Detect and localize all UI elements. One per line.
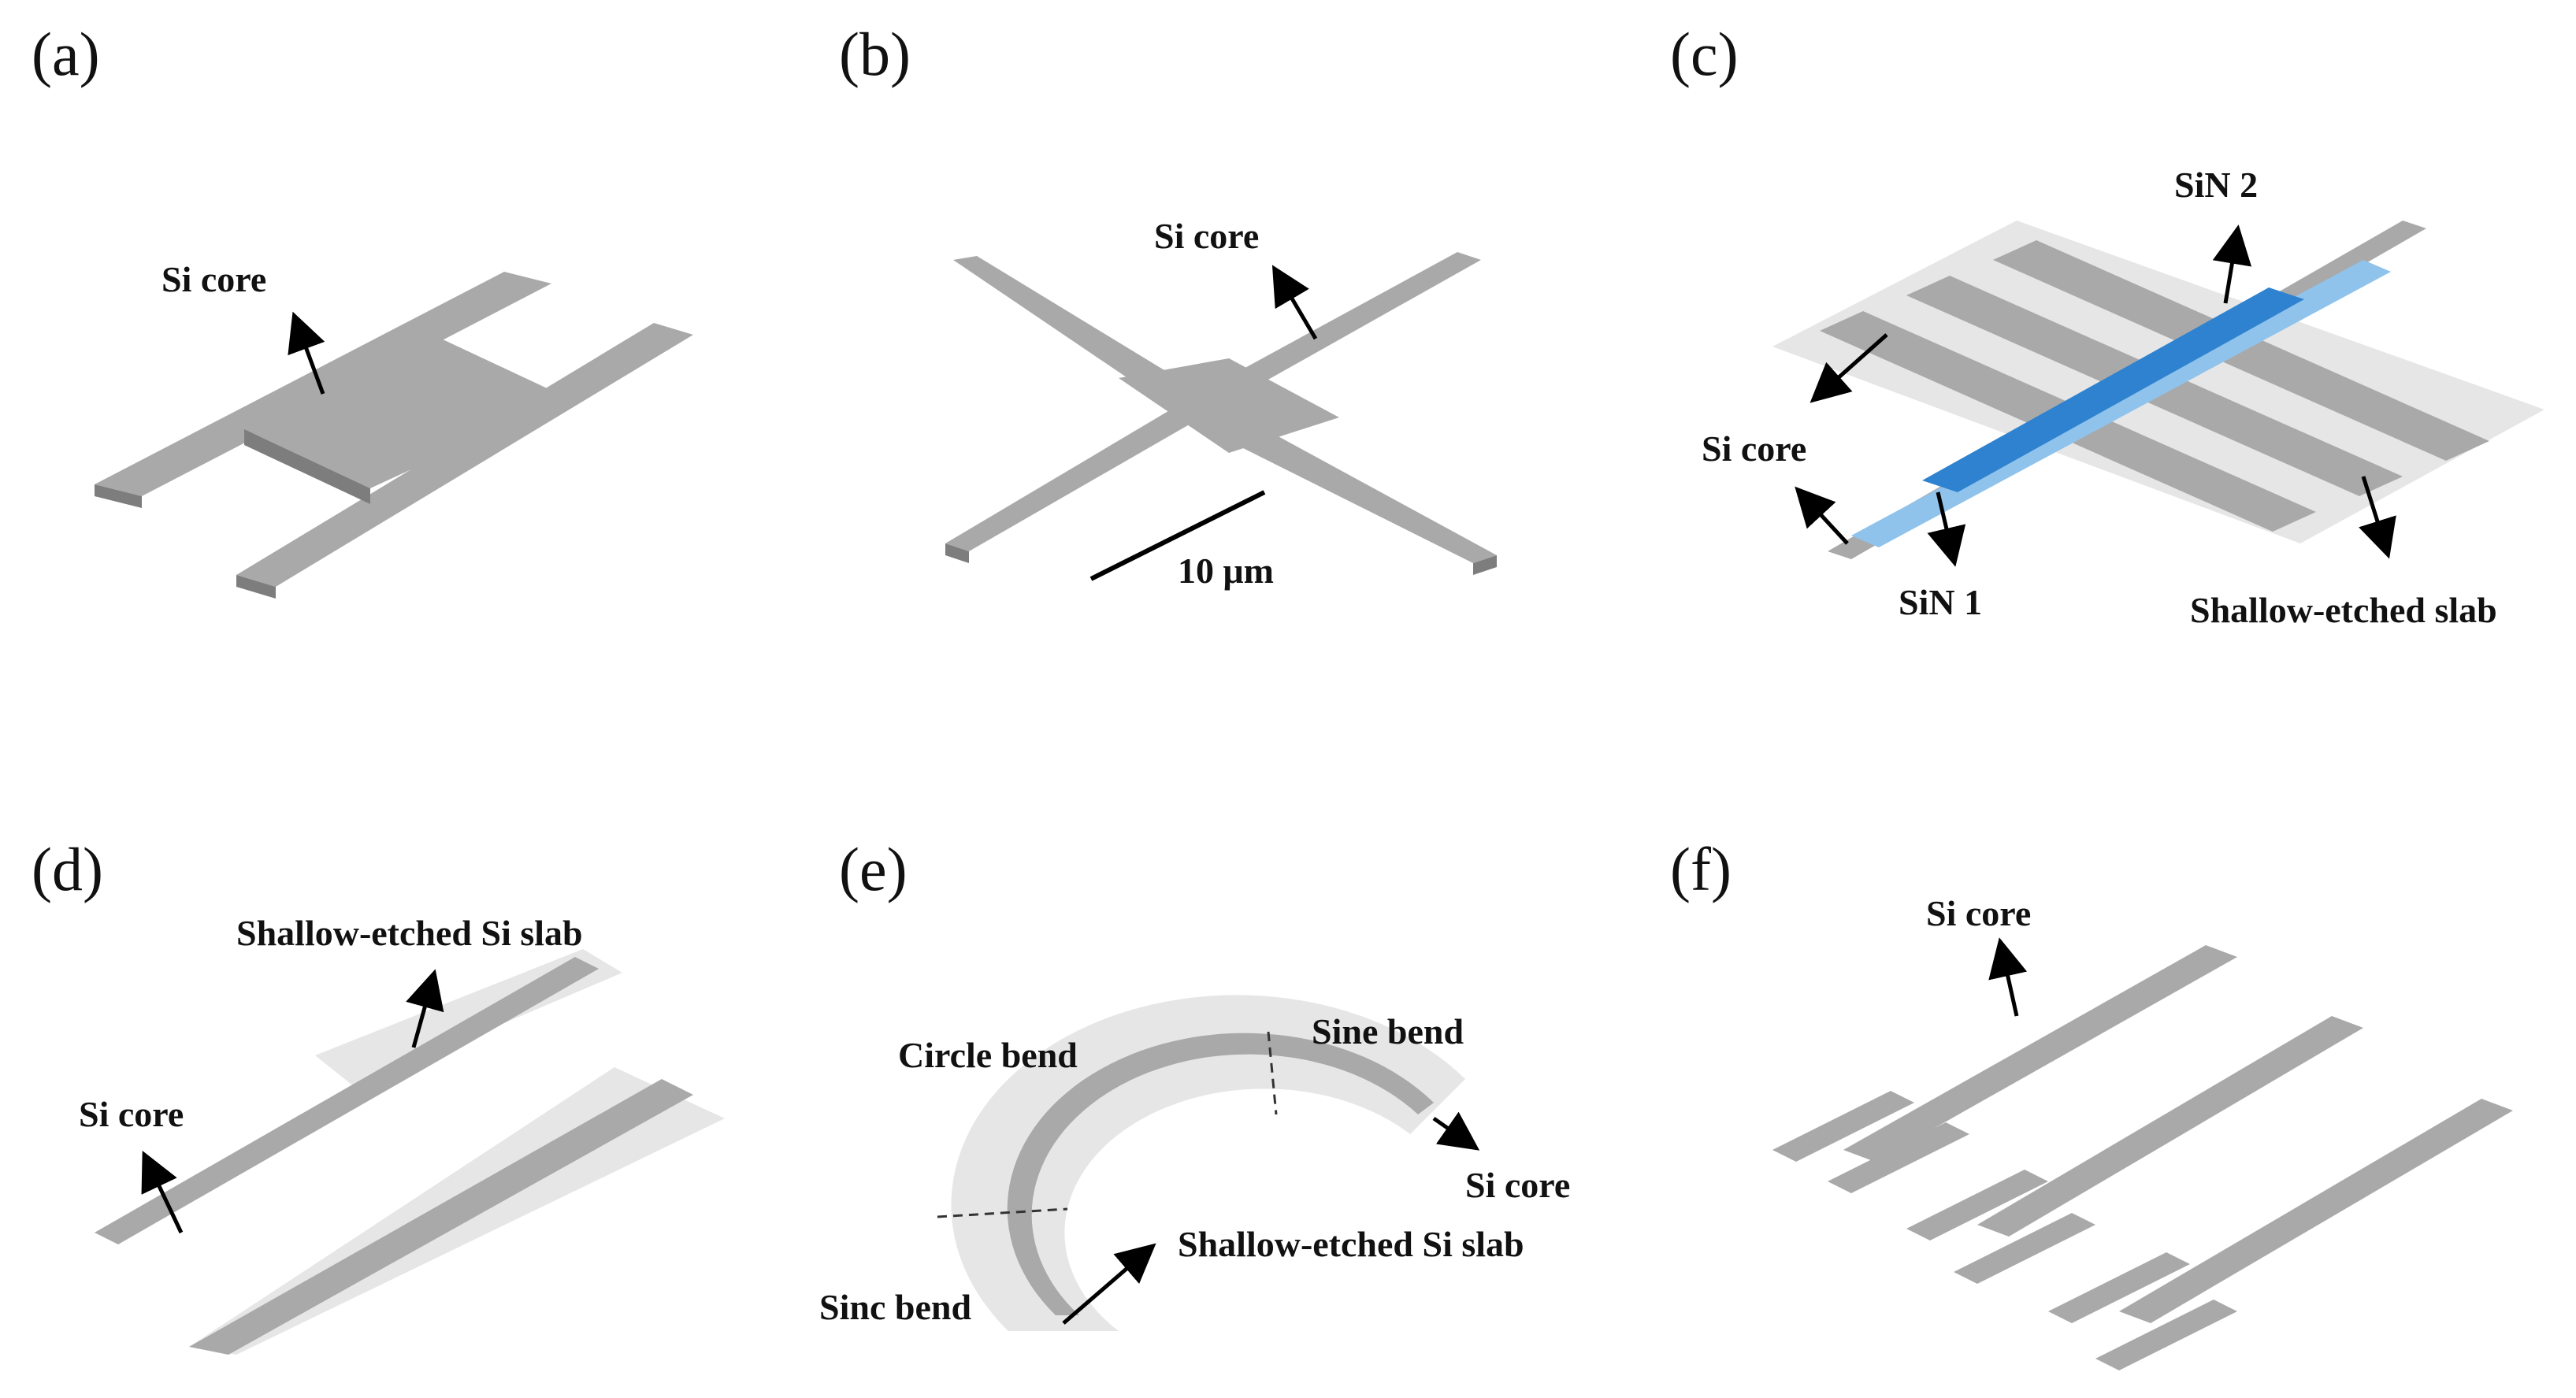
si-core-arrow-e bbox=[1432, 1111, 1480, 1151]
panel-label-c: (c) bbox=[1670, 20, 1739, 88]
sine-bend-label: Sine bend bbox=[1312, 1011, 1464, 1051]
si-core-arrow-d bbox=[141, 1150, 184, 1234]
annotation-sine-bend-e: Sine bend bbox=[1312, 1011, 1464, 1051]
panel-d: (d) Shallow-etched Si slab Si core bbox=[32, 835, 725, 1355]
si-core-label-b: Si core bbox=[1154, 216, 1259, 256]
annotation-slab-c: Shallow-etched slab bbox=[2190, 476, 2497, 630]
sin1-label: SiN 1 bbox=[1899, 582, 1982, 622]
si-core-arrow-f bbox=[1988, 937, 2028, 1017]
panel-label-f: (f) bbox=[1670, 835, 1732, 903]
annotation-slab-e: Shallow-etched Si slab bbox=[1062, 1224, 1524, 1325]
panel-f: (f) Si core bbox=[1670, 835, 2513, 1370]
mmi-structures-f bbox=[1772, 945, 2513, 1370]
circle-bend-label: Circle bend bbox=[898, 1035, 1078, 1075]
circle-sine-boundary bbox=[1267, 1031, 1278, 1115]
annotation-sinc-bend-e: Sinc bend bbox=[819, 1287, 971, 1327]
x-crossing-structure-b bbox=[945, 252, 1497, 575]
si-core-label-c: Si core bbox=[1702, 428, 1806, 469]
panel-label-d: (d) bbox=[32, 835, 103, 903]
si-core-label-a: Si core bbox=[161, 259, 266, 299]
slab-arrow-d bbox=[406, 969, 444, 1048]
annotation-sin1-c: SiN 1 bbox=[1899, 491, 1982, 622]
bend-structure-e bbox=[937, 995, 1465, 1331]
annotation-si-core-a: Si core bbox=[161, 259, 325, 395]
sin2-label: SiN 2 bbox=[2174, 165, 2258, 205]
panel-c: (c) SiN 2 Si core SiN 1 Shallow-etched s… bbox=[1670, 20, 2544, 630]
annotation-si-core-d: Si core bbox=[79, 1094, 184, 1234]
si-core-arrow-c1 bbox=[1810, 333, 1888, 403]
si-core-arrow-c2 bbox=[1795, 486, 1849, 545]
crossing-structure-a bbox=[95, 272, 693, 599]
scale-bar-line bbox=[1089, 490, 1266, 581]
grating-structure-c bbox=[1772, 221, 2544, 559]
si-core-arrow-a bbox=[288, 311, 325, 395]
slab-label-c: Shallow-etched slab bbox=[2190, 590, 2497, 630]
sinc-bend-label: Sinc bend bbox=[819, 1287, 971, 1327]
taper-structure-d bbox=[95, 949, 725, 1355]
panel-label-a: (a) bbox=[32, 20, 100, 88]
slab-label-d: Shallow-etched Si slab bbox=[236, 913, 583, 953]
annotation-si-core-c: Si core bbox=[1702, 333, 1888, 545]
annotation-si-core-f: Si core bbox=[1926, 893, 2031, 1017]
sin2-arrow bbox=[2212, 224, 2252, 304]
annotation-si-core-e: Si core bbox=[1432, 1111, 1570, 1205]
si-core-label-f: Si core bbox=[1926, 893, 2031, 933]
si-core-arrow-b bbox=[1271, 265, 1318, 340]
panel-e: (e) Circle bend Sine bend Si core Sinc b… bbox=[819, 835, 1570, 1331]
sinc-circle-boundary bbox=[937, 1207, 1068, 1218]
annotation-si-core-b: Si core bbox=[1154, 216, 1318, 340]
si-core-label-e: Si core bbox=[1465, 1165, 1570, 1205]
sin1-arrow bbox=[1927, 491, 1966, 567]
annotation-circle-bend-e: Circle bend bbox=[898, 1035, 1078, 1075]
panel-a: (a) Si core bbox=[32, 20, 693, 599]
panel-b: (b) Si core 10 μm bbox=[839, 20, 1497, 591]
slab-arrow-c bbox=[2359, 476, 2396, 559]
annotation-slab-d: Shallow-etched Si slab bbox=[236, 913, 583, 1048]
panel-label-b: (b) bbox=[839, 20, 911, 88]
scale-bar-label: 10 μm bbox=[1178, 551, 1274, 591]
panel-label-e: (e) bbox=[839, 835, 908, 903]
slab-arrow-e bbox=[1062, 1243, 1156, 1325]
scale-bar-b: 10 μm bbox=[1089, 490, 1274, 591]
annotation-sin2-c: SiN 2 bbox=[2174, 165, 2258, 304]
slab-label-e: Shallow-etched Si slab bbox=[1178, 1224, 1524, 1264]
si-core-label-d: Si core bbox=[79, 1094, 184, 1134]
